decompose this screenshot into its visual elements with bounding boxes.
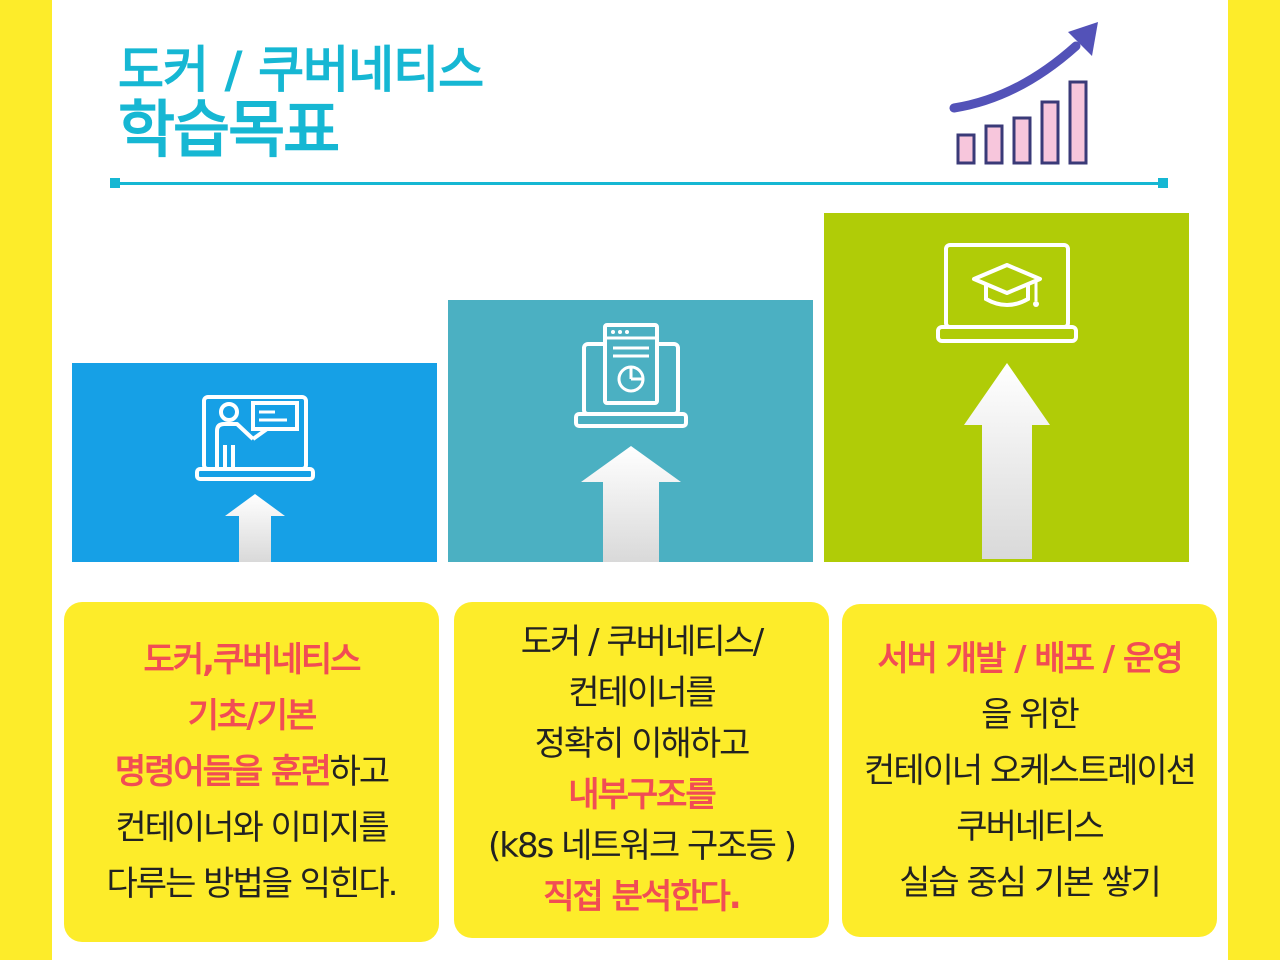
- title-divider: [110, 178, 1168, 188]
- goal-line: 컨테이너를: [568, 668, 716, 719]
- up-arrow-icon: [225, 494, 285, 562]
- divider-cap-left: [110, 178, 120, 188]
- body-text: 쿠버네티스: [956, 806, 1104, 847]
- divider-cap-right: [1158, 178, 1168, 188]
- body-text: 실습 중심 기본 쌓기: [899, 862, 1162, 903]
- step-block-2: [448, 300, 813, 562]
- up-arrow-icon: [581, 446, 681, 562]
- highlight-text: 서버 개발 / 배포 / 운영: [877, 638, 1183, 679]
- body-text: 도커 / 쿠버네티스/: [520, 622, 764, 662]
- step-block-3: [824, 213, 1189, 562]
- body-text: 컨테이너를: [568, 673, 716, 713]
- up-arrow-icon: [964, 363, 1050, 559]
- goal-line: 도커 / 쿠버네티스/: [520, 617, 764, 668]
- body-text: 정확히 이해하고: [534, 724, 751, 764]
- body-text: (k8s 네트워크 구조등 ): [488, 826, 797, 866]
- goal-line: 내부구조를: [568, 770, 716, 821]
- body-text: 을 위한: [981, 694, 1080, 735]
- title-line-2: 학습목표: [118, 92, 340, 166]
- goal-line: 컨테이너 오케스트레이션: [864, 743, 1197, 799]
- goal-line: 도커,쿠버네티스: [143, 632, 362, 688]
- goal-line: 직접 분석한다.: [543, 872, 741, 923]
- growth-chart-icon: [949, 22, 1098, 165]
- page-title: 도커 / 쿠버네티스 학습목표: [118, 41, 484, 166]
- body-text: 컨테이너 오케스트레이션: [864, 750, 1197, 791]
- goal-line: 다루는 방법을 익힌다.: [106, 856, 399, 912]
- goal-line: 실습 중심 기본 쌓기: [899, 855, 1162, 911]
- step-block-1: [72, 363, 437, 562]
- highlight-text: 도커,쿠버네티스: [143, 640, 362, 680]
- highlight-text: 명령어들을 훈련: [114, 752, 332, 792]
- goal-line: 을 위한: [981, 687, 1080, 743]
- highlight-text: 내부구조를: [568, 775, 716, 815]
- goal-line: 서버 개발 / 배포 / 운영: [877, 631, 1183, 687]
- title-line-1: 도커 / 쿠버네티스: [118, 41, 484, 99]
- body-text: 컨테이너와 이미지를: [115, 808, 389, 848]
- goal-line: 쿠버네티스: [956, 799, 1104, 855]
- goal-line: 기초/기본: [187, 688, 318, 744]
- laptop-report-icon: [574, 323, 688, 428]
- goal-line: (k8s 네트워크 구조등 ): [488, 821, 797, 872]
- goal-line: 컨테이너와 이미지를: [115, 800, 389, 856]
- highlight-text: 기초/기본: [187, 696, 318, 736]
- online-teaching-icon: [195, 395, 315, 481]
- body-text: 다루는 방법을 익힌다.: [106, 864, 399, 904]
- laptop-graduation-icon: [936, 243, 1078, 343]
- goal-line: 명령어들을 훈련하고: [114, 744, 391, 800]
- goal-line: 정확히 이해하고: [534, 719, 751, 770]
- highlight-text: 직접 분석한다.: [543, 877, 741, 917]
- body-text: 하고: [329, 752, 391, 792]
